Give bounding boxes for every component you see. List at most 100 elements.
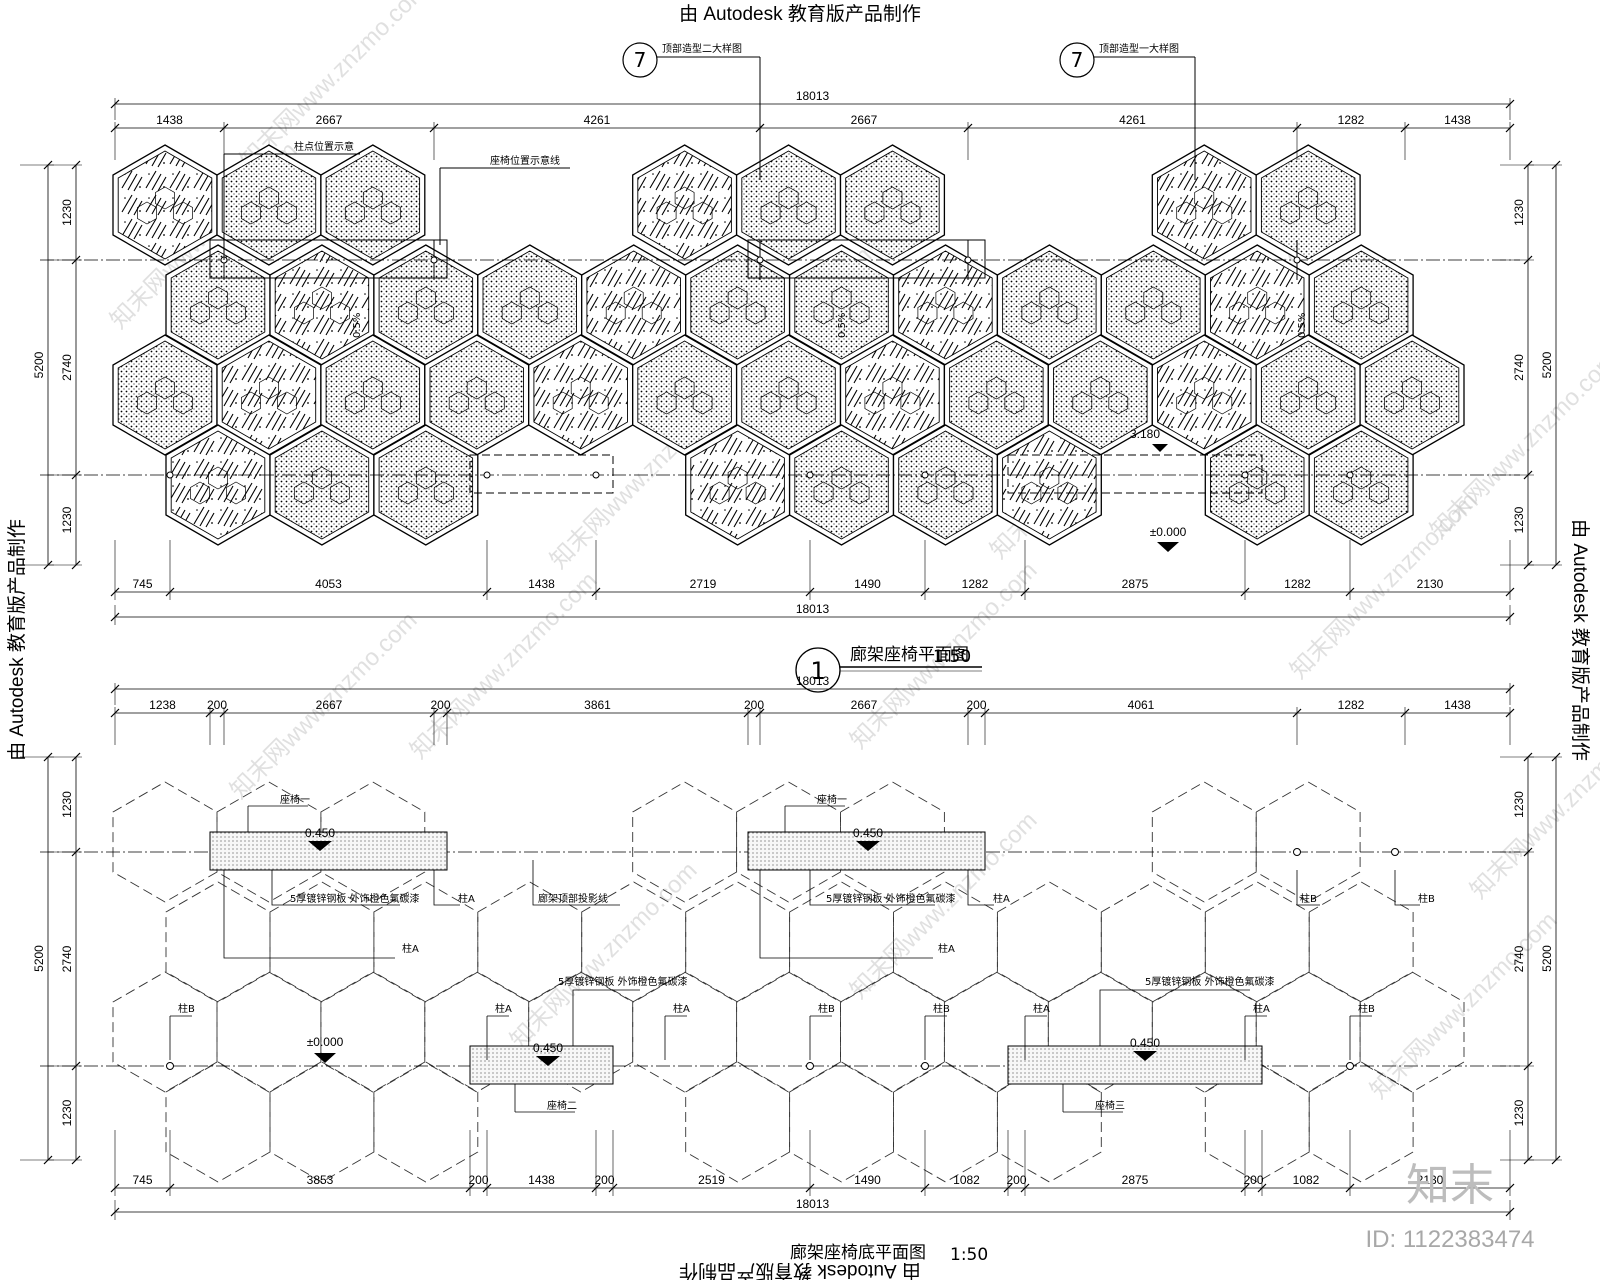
hex-panel-perforated xyxy=(1106,250,1201,360)
dimension-tick xyxy=(805,1183,815,1193)
hex-inner-cell xyxy=(1229,481,1250,505)
column-point xyxy=(921,471,929,479)
hex-inner-cell xyxy=(778,376,799,400)
column-point xyxy=(756,256,764,264)
bench-outline xyxy=(1007,454,1263,494)
hex-inner-cell xyxy=(537,301,558,325)
hex-panel-perforated xyxy=(482,250,577,360)
level-triangle xyxy=(308,841,332,851)
svg-text:由 Autodesk 教育版产品制作: 由 Autodesk 教育版产品制作 xyxy=(6,519,28,761)
hex-inner-cell xyxy=(935,466,956,490)
level-triangle xyxy=(314,1053,336,1063)
column-label: 柱B xyxy=(1300,892,1317,905)
hex-inner-cell xyxy=(760,391,781,415)
hex-inner-cell xyxy=(953,301,974,325)
hex-inner-cell xyxy=(1072,391,1093,415)
dimension-tick xyxy=(110,1207,120,1217)
column-point xyxy=(166,1062,174,1070)
column-point xyxy=(964,256,972,264)
hex-panel-perforated xyxy=(325,150,421,260)
projection-hex xyxy=(736,781,841,903)
dimension-value: 2130 xyxy=(1417,1173,1444,1187)
hex-inner-cell xyxy=(1316,391,1337,415)
hex-inner-cell xyxy=(1125,301,1146,325)
slope-label: 0.5% xyxy=(352,313,363,338)
hex-inner-cell xyxy=(1265,481,1286,505)
hex-inner-cell xyxy=(433,481,454,505)
dimension-tick xyxy=(1003,1183,1013,1193)
dimension-value: 1230 xyxy=(60,791,74,818)
hex-panel-perforated xyxy=(117,340,213,450)
dimension-value: 2130 xyxy=(1417,577,1444,591)
hex-panel-perforated xyxy=(741,150,836,260)
dimension-value: 200 xyxy=(594,1173,614,1187)
hex-inner-cell xyxy=(433,301,454,325)
hex-inner-cell xyxy=(1333,301,1354,325)
dimension-value: 4261 xyxy=(584,113,611,127)
hex-inner-cell xyxy=(1247,286,1268,310)
hex-inner-cell xyxy=(226,301,246,325)
plate-note: 5厚镀锌钢板 外饰橙色氟碳漆 xyxy=(290,892,420,905)
roof-hexagon-panels xyxy=(112,144,1465,546)
dimension-value: 1230 xyxy=(1512,506,1526,533)
hex-panel-perforated xyxy=(378,430,474,540)
callout-circle-2 xyxy=(1059,42,1095,78)
hex-inner-cell xyxy=(1212,201,1233,225)
callout-number-2: 7 xyxy=(1071,48,1084,72)
dimension-tick xyxy=(110,684,120,694)
svg-text:由 Autodesk 教育版产品制作: 由 Autodesk 教育版产品制作 xyxy=(679,1260,921,1280)
dimension-tick xyxy=(71,160,81,170)
projection-hex xyxy=(112,781,218,903)
hex-inner-cell xyxy=(727,466,748,490)
bench-level: 0.450 xyxy=(533,1041,563,1055)
dimension-value: 200 xyxy=(744,698,764,712)
hex-inner-cell xyxy=(155,376,175,400)
hex-inner-cell xyxy=(760,201,781,225)
hex-inner-cell xyxy=(330,481,350,505)
znzmo-logo: 知末 xyxy=(1406,1160,1494,1211)
dimension-tick xyxy=(920,587,930,597)
hex-inner-cell xyxy=(380,391,401,415)
hex-panel-glass xyxy=(1210,250,1305,360)
hex-inner-cell xyxy=(484,391,505,415)
dimension-tick xyxy=(110,99,120,109)
hex-inner-cell xyxy=(813,301,834,325)
dimension-tick xyxy=(1551,160,1561,170)
hex-panel-glass xyxy=(1157,340,1252,450)
column-label: 柱A xyxy=(402,942,419,955)
dimension-value: 2667 xyxy=(316,698,343,712)
hex-inner-cell xyxy=(1369,301,1390,325)
hex-inner-cell xyxy=(1176,201,1197,225)
site-watermark-layer: 知末网www.znzmo.com知末网www.znzmo.com知末网www.z… xyxy=(105,0,1600,1104)
callout-text-2: 顶部造型一大样图 xyxy=(1099,42,1179,55)
hex-inner-cell xyxy=(727,286,748,310)
column-label: 柱B xyxy=(1418,892,1435,905)
hex-inner-cell xyxy=(1039,466,1060,490)
hex-inner-cell xyxy=(796,391,817,415)
hex-panel-perforated xyxy=(845,150,940,260)
dimension-value: 2740 xyxy=(1512,945,1526,972)
dimension-value: 2740 xyxy=(60,945,74,972)
dimension-value: 1490 xyxy=(854,1173,881,1187)
hex-panel-glass xyxy=(1157,150,1252,260)
dimension-value: 200 xyxy=(430,698,450,712)
watermark-left: 由 Autodesk 教育版产品制作 xyxy=(6,519,28,761)
dimension-value: 1238 xyxy=(149,698,176,712)
column-point xyxy=(166,471,174,479)
bench-plate xyxy=(747,831,986,871)
dimension-tick xyxy=(1551,560,1561,570)
dimension-tick xyxy=(1523,470,1533,480)
dimension-value: 1490 xyxy=(854,577,881,591)
hex-panel-perforated xyxy=(1364,340,1460,450)
dimension-value: 200 xyxy=(207,698,227,712)
bench-plate xyxy=(209,831,448,871)
dimension-value: 4053 xyxy=(315,577,342,591)
dimension-value: 4061 xyxy=(1128,698,1155,712)
dimension-tick xyxy=(1400,123,1410,133)
column-label: 柱A xyxy=(673,1002,690,1015)
plan-number-circle xyxy=(795,647,841,693)
projection-hex xyxy=(996,881,1102,1003)
hex-inner-cell xyxy=(831,286,852,310)
bench-outline xyxy=(209,239,448,279)
hex-inner-cell xyxy=(226,481,246,505)
